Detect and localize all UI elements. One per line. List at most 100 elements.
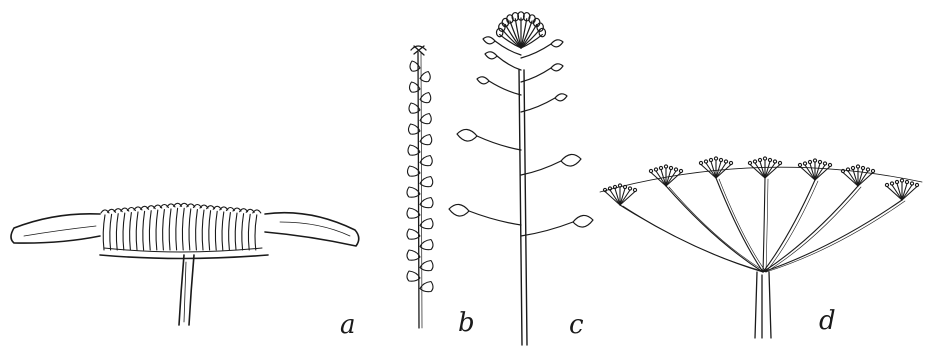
silicle-fruit [561,154,581,166]
silicle-fruit [551,64,563,71]
umbellet-flower [778,161,781,164]
silicle-fruit [420,135,432,145]
silicle-fruit [420,198,433,208]
panel-c-corymb-drawing [449,12,593,345]
umbellet-flower [758,158,761,161]
silicle-fruit [483,37,495,44]
disc-floret [235,213,237,250]
silicle-fruit [477,77,489,84]
primary-ray [763,186,858,272]
disc-floret [222,212,224,250]
umbellet-flower [808,160,811,163]
disc-floret [189,209,191,250]
disc-floret [123,213,125,250]
umbellet-flower [803,162,806,165]
umbellet-flower [654,168,657,171]
disc-floret [156,210,158,250]
umbellet-flower [885,183,888,186]
umbellet-flower [905,180,908,183]
umbellet-flower [664,165,667,168]
pedicel [469,211,521,225]
panel-label-b: b [458,310,475,336]
disc-floret [242,214,244,250]
primary-ray [666,186,763,272]
disc-floret [116,214,118,250]
umbel-outline [600,167,922,192]
panel-b-raceme-drawing [407,46,433,328]
umbellet-flower [729,161,732,164]
umbellet-flower [748,161,751,164]
primary-ray-edge [766,187,861,272]
silicle-fruit [457,129,477,141]
umbellet-flower [714,157,717,160]
umbellet-flower [915,183,918,186]
umbellet-flower [871,169,874,172]
silicle-fruit [407,250,420,260]
silicle-fruit [555,94,567,101]
silicle-fruit [420,114,431,124]
umbellet-flower [679,169,682,172]
umbellet-flower [763,157,766,160]
primary-ray-edge [669,187,766,272]
disc-floret [176,208,178,250]
umbellet-flower [798,163,801,166]
umbellet-flower [704,160,707,163]
silicle-fruit [551,40,563,47]
umbellet-flower [823,162,826,165]
umbellet-flower [900,179,903,182]
primary-ray [763,200,902,272]
silicle-fruit [485,52,497,59]
disc-floret [255,215,257,250]
silicle-fruit [420,156,432,166]
silicle-fruit [420,72,430,82]
umbellet-flower [669,166,672,169]
umbellet-flower [649,169,652,172]
disc-floret [103,215,105,250]
disc-floret [163,210,165,251]
disc-floret [202,210,204,250]
pedicel [521,161,561,175]
pedicel [497,56,521,70]
umbellet-flower [813,159,816,162]
umbellet-flower [674,168,677,171]
disc-floret [215,211,217,250]
primary-ray [763,180,815,272]
umbellet-flower [659,166,662,169]
silicle-fruit [420,177,433,187]
umbellet-flower [773,160,776,163]
umbellet-flower [861,166,864,169]
umbellet-flower [851,166,854,169]
umbellet-flower [709,158,712,161]
disc-floret [209,211,211,250]
silicle-fruit [573,215,593,227]
pedicel [477,136,521,150]
umbellet-flower [866,168,869,171]
silicle-fruit [449,204,469,216]
umbellet-flower [719,158,722,161]
umbellet-flower [633,188,636,191]
umbellet-flower [699,161,702,164]
primary-ray [763,178,765,272]
umbellet-flower [818,160,821,163]
primary-ray [620,205,763,272]
disc-floret [149,211,151,250]
umbellet-flower [828,163,831,166]
umbellet-flower [890,182,893,185]
pedicel [489,81,521,95]
disc-floret [182,208,184,250]
panel-a-flower-head-drawing [11,203,359,325]
silicle-fruit [420,93,431,103]
silicle-fruit [407,271,420,281]
umbellet-flower [895,180,898,183]
disc-floret [169,209,171,250]
panel-label-c: c [569,312,584,338]
disc-floret [229,213,231,251]
umbellet-flower [753,160,756,163]
umbellet-flower [856,165,859,168]
umbellet-flower [768,158,771,161]
primary-ray-edge [766,179,768,272]
disc-floret [248,214,250,250]
umbellet-flower [910,182,913,185]
umbellet-flower [628,187,631,190]
